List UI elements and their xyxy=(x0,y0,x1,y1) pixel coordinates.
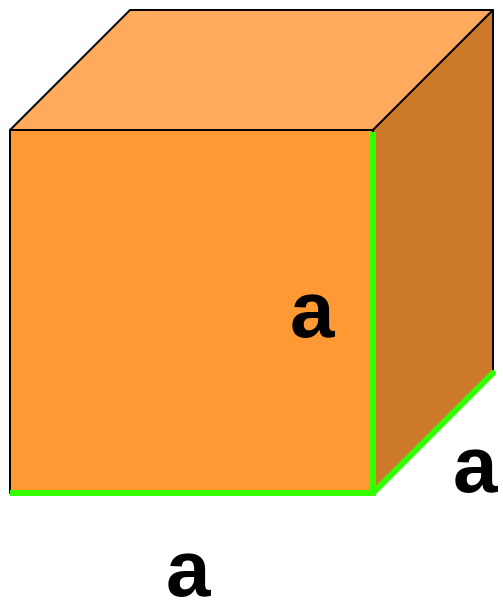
height-label: a xyxy=(290,265,335,354)
width-label: a xyxy=(166,524,211,602)
depth-edge-highlight xyxy=(370,370,496,496)
depth-label: a xyxy=(453,420,498,509)
